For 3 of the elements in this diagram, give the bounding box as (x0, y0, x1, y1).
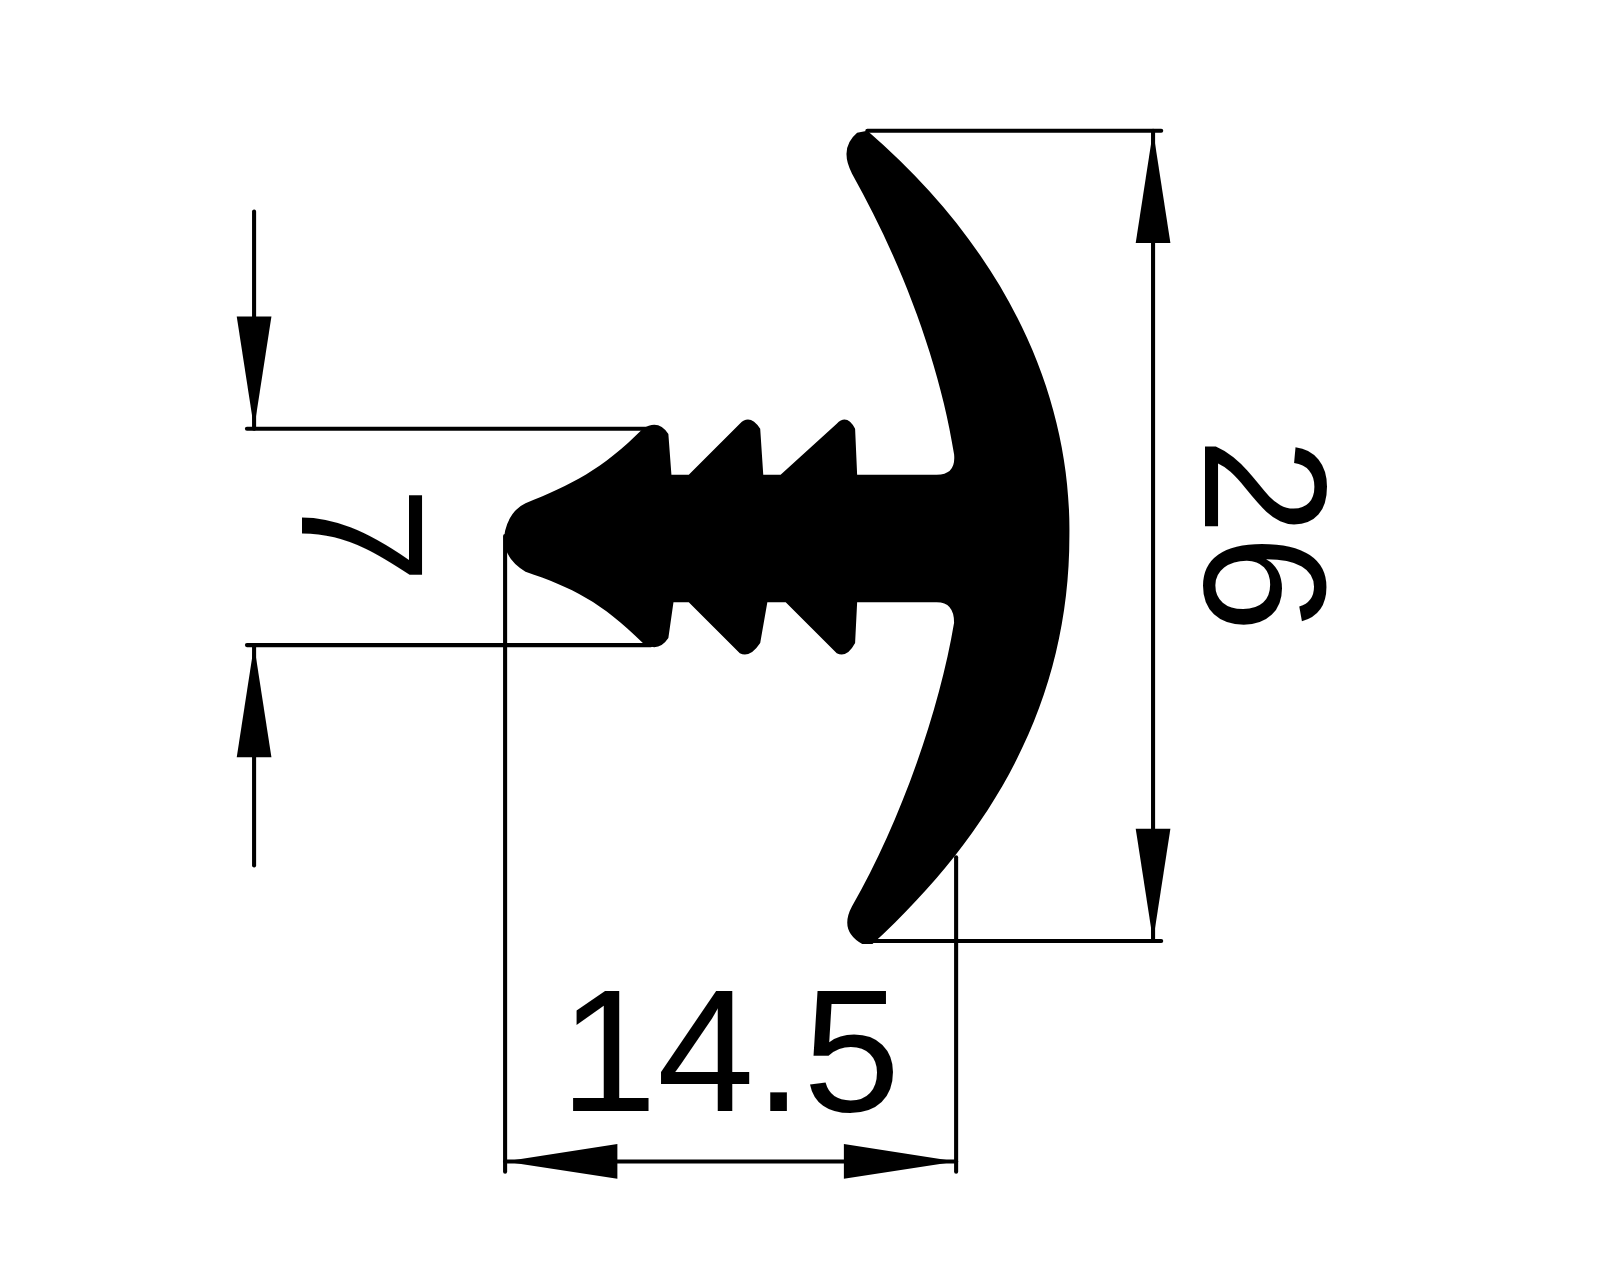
dimension-label: 26 (1177, 437, 1353, 633)
dimension-label: 14.5 (559, 962, 901, 1138)
dimension-label: 7 (274, 486, 450, 584)
